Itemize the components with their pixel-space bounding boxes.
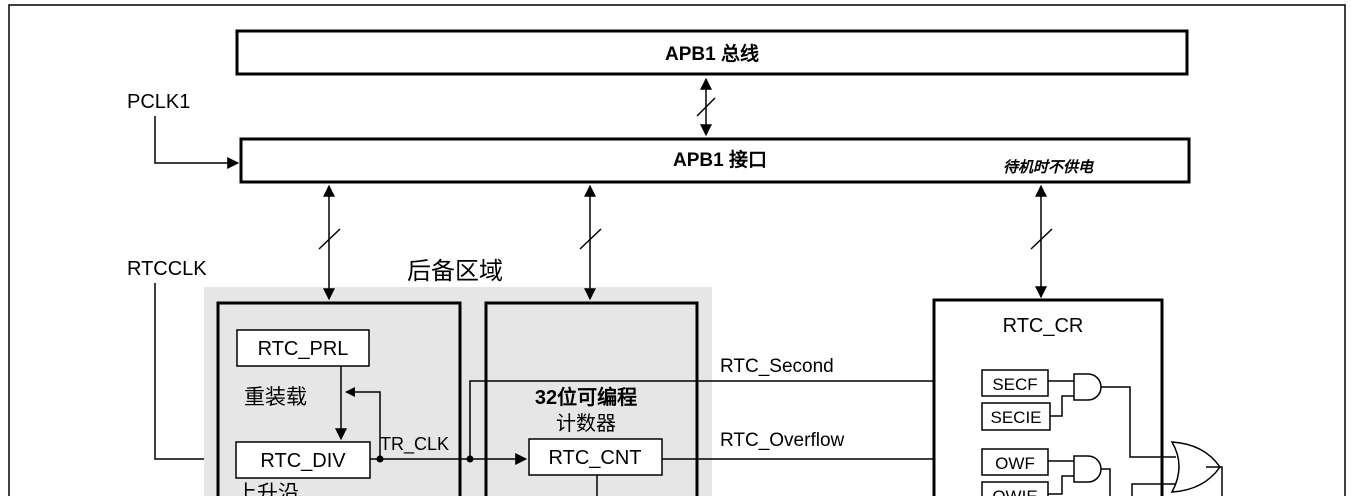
rising-edge-label: 上升沿 (236, 482, 299, 496)
prescaler-block (216, 301, 462, 496)
or-gate-lower-input (1131, 483, 1176, 496)
pclk1-line (154, 116, 240, 169)
prescaler-bus-slash (318, 228, 341, 250)
bus-width-slash (696, 97, 716, 117)
tr-clk-label: TR_CLK (380, 434, 449, 455)
control-bus-slash (1030, 228, 1053, 250)
second-and-gate (1073, 373, 1102, 401)
backup-domain-label: 后备区域 (407, 258, 503, 285)
counter-title-1: 32位可编程 (535, 385, 637, 409)
apb1-interface-label: APB1 接口 (673, 149, 767, 171)
rtc-cnt-label: RTC_CNT (549, 447, 642, 469)
standby-note: 待机时不供电 (1003, 158, 1094, 176)
rtc-second-label: RTC_Second (720, 356, 834, 377)
overflow-gate-output (1101, 468, 1111, 496)
rtc-second-line (469, 375, 981, 459)
apb1-interface-box (239, 137, 1191, 184)
overflow-and-gate (1073, 455, 1102, 483)
outer-frame (8, 4, 1346, 496)
apb1-bus-label: APB1 总线 (665, 42, 759, 65)
tr-clk-feedback (345, 387, 381, 459)
secie-label: SECIE (990, 408, 1041, 427)
rtc-cr-label: RTC_CR (1003, 315, 1084, 337)
rtc-prl-label: RTC_PRL (258, 338, 349, 360)
owie-register (981, 481, 1049, 496)
rtc-div-label: RTC_DIV (260, 450, 346, 472)
counter-title-2: 计数器 (556, 412, 616, 435)
interrupt-or-gate (1170, 441, 1221, 493)
second-gate-output (1101, 386, 1176, 458)
apb1-bus-box (235, 29, 1189, 76)
rtc-div-register (235, 441, 371, 479)
owf-register (981, 448, 1049, 476)
owie-label: OWIE (992, 487, 1037, 496)
owie-to-gate (1048, 475, 1074, 495)
reload-label: 重装载 (244, 386, 307, 409)
rtcclk-label: RTCCLK (127, 258, 207, 280)
or-gate-output (1206, 466, 1223, 496)
secf-register (981, 369, 1049, 397)
secie-to-gate (1050, 395, 1074, 417)
pclk1-label: PCLK1 (127, 91, 190, 113)
rtc-cnt-register (528, 438, 663, 476)
rtc-prl-register (236, 329, 370, 367)
counter-bus-slash (579, 228, 602, 250)
counter-block (484, 301, 699, 496)
owf-label: OWF (995, 454, 1035, 473)
secf-label: SECF (992, 375, 1037, 394)
tr-clk-node (376, 455, 384, 463)
rtc-overflow-label: RTC_Overflow (720, 430, 845, 451)
